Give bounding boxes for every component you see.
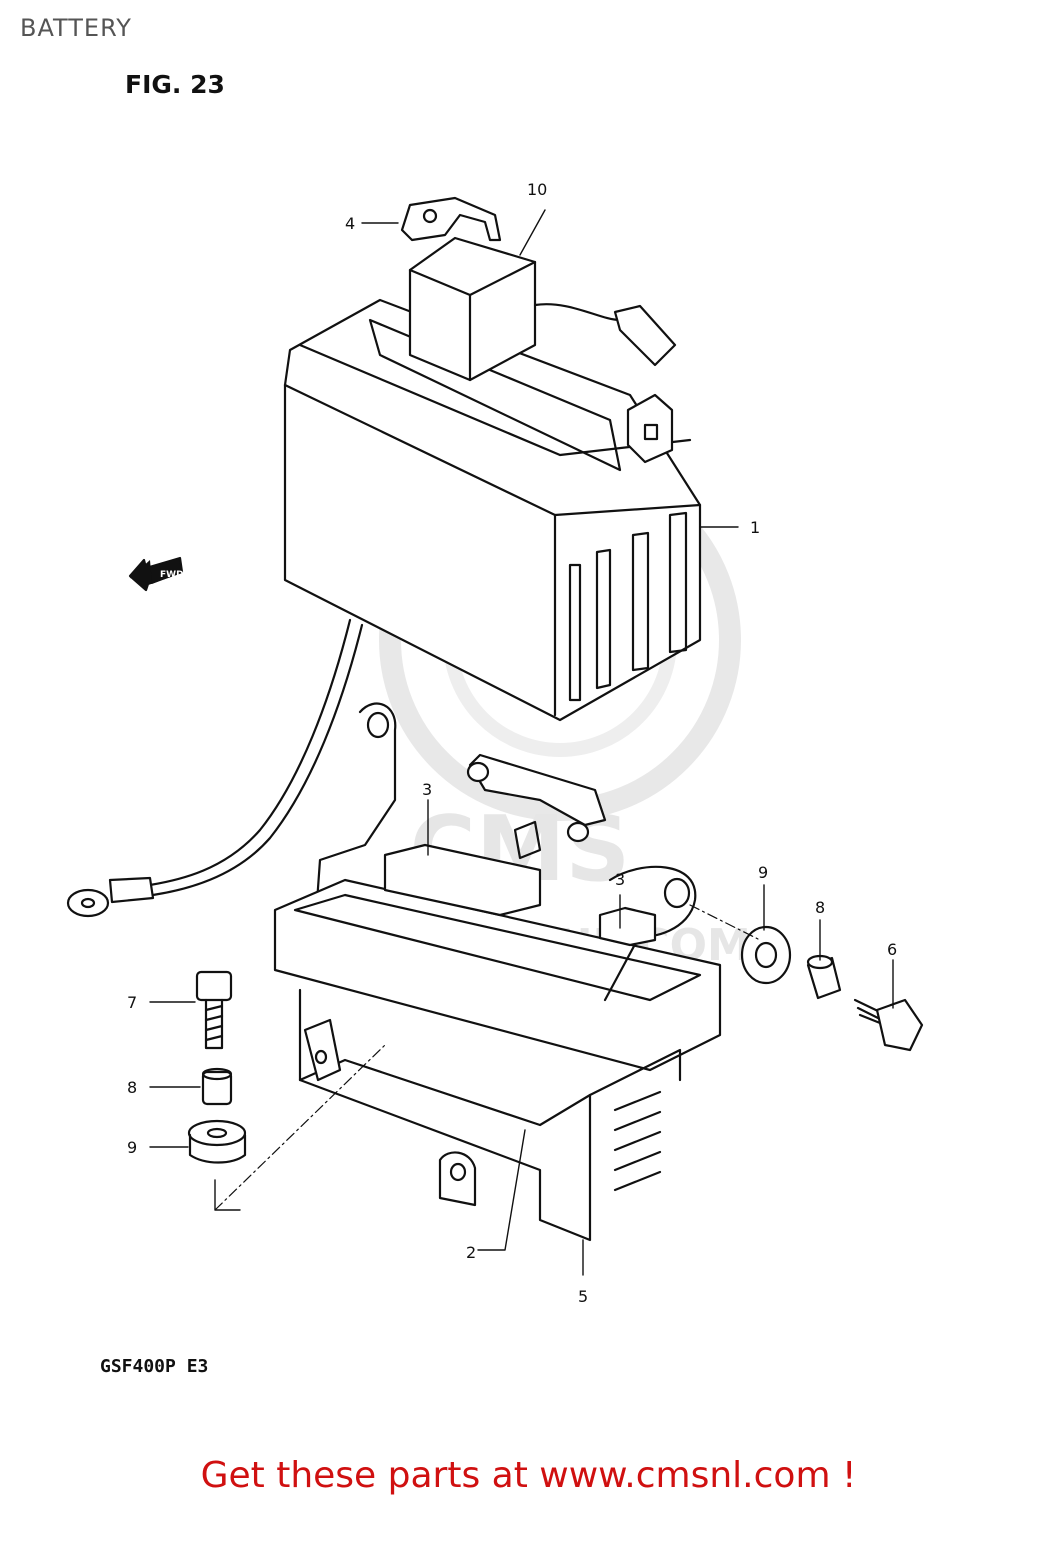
figure-label: FIG. 23	[125, 70, 225, 99]
callout-3a: 3	[422, 780, 432, 799]
callout-10: 10	[527, 180, 547, 199]
footer-link[interactable]: Get these parts at www.cmsnl.com !	[200, 1455, 857, 1496]
parts-diagram: CMS WWW.CMSNL.COM	[66, 180, 924, 1306]
collar-right	[806, 954, 842, 1000]
callout-9a: 9	[758, 863, 768, 882]
callout-1: 1	[750, 518, 760, 537]
collar-left	[201, 1067, 233, 1106]
battery-cable	[66, 618, 364, 918]
grommet-left	[187, 1119, 247, 1164]
page-title: BATTERY	[20, 14, 132, 42]
callout-numbers: 1 2 3 3 4 5 6 7 8 8 9 9 10	[127, 180, 897, 1306]
assembly-lines	[214, 904, 761, 1211]
bolt-left	[195, 970, 233, 1050]
callout-8b: 8	[127, 1078, 137, 1097]
battery-holder	[273, 702, 722, 1242]
fwd-tag: FWD	[130, 558, 184, 584]
terminal-bracket	[400, 196, 502, 242]
callout-6: 6	[887, 940, 897, 959]
callout-9b: 9	[127, 1138, 137, 1157]
model-code: GSF400P E3	[100, 1356, 209, 1377]
bolt-right	[853, 998, 924, 1052]
callout-3b: 3	[615, 870, 625, 889]
relay-box	[408, 236, 677, 382]
leader-lines	[149, 209, 894, 1276]
grommet-right	[740, 925, 792, 985]
callout-7: 7	[127, 993, 137, 1012]
callout-8a: 8	[815, 898, 825, 917]
cushion-pads	[383, 843, 657, 947]
callout-4: 4	[345, 214, 355, 233]
callout-2: 2	[466, 1243, 476, 1262]
battery-band	[466, 753, 607, 860]
fwd-label: FWD	[160, 570, 184, 580]
callout-5: 5	[578, 1287, 588, 1306]
